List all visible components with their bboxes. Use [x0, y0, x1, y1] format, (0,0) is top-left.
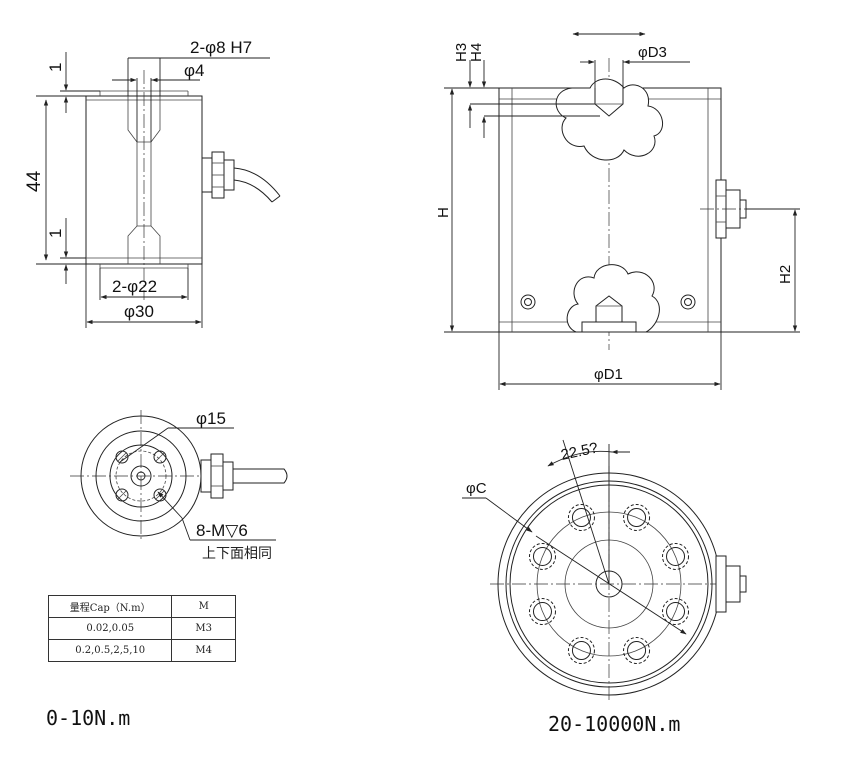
- small-bolt-circle-label: φ15: [196, 409, 226, 428]
- small-bore-label: φ4: [184, 61, 204, 80]
- bolt-hole-bore: [666, 602, 686, 622]
- large-bolt-holes: [528, 503, 690, 665]
- small-range-label: 0-10N.m: [46, 706, 131, 730]
- bolt-hole: [567, 503, 595, 531]
- table-header-cell: M: [171, 595, 236, 618]
- angle-label: 22.5?: [559, 439, 599, 463]
- bolt-hole: [662, 542, 690, 570]
- same-both-faces-note: 上下面相同: [202, 546, 272, 562]
- large-bolt-circle-label: φC: [466, 480, 487, 497]
- capacity-thread-table: 量程Cap（N.m） M 0.02,0.05 M3 0.2,0.5,2,5,10…: [47, 595, 236, 662]
- small-bottom-gap-label: 1: [46, 229, 65, 238]
- bolt-hole-bore: [666, 546, 686, 566]
- table-cell: 0.2,0.5,2,5,10: [47, 639, 173, 662]
- bolt-hole: [662, 598, 690, 626]
- bolt-hole: [623, 503, 651, 531]
- small-height-label: 44: [24, 170, 45, 192]
- h4-label: H4: [468, 43, 485, 62]
- large-front-view: H3 H4 φD3 H H2 φD1: [435, 31, 800, 390]
- large-range-label: 20-10000N.m: [548, 712, 681, 736]
- d1-label: φD1: [594, 366, 623, 383]
- table-cell: 0.02,0.05: [47, 617, 173, 640]
- h2-label: H2: [777, 265, 794, 284]
- small-top-view: φ15 8-M▽6 上下面相同: [70, 409, 288, 562]
- small-top-gap-label: 1: [46, 63, 65, 72]
- small-shoulder-label: 2-φ22: [112, 277, 157, 296]
- h3-label: H3: [453, 43, 470, 62]
- table-row: 0.2,0.5,2,5,10 M4: [47, 639, 236, 662]
- bolt-hole: [623, 637, 651, 665]
- h-label: H: [435, 207, 452, 218]
- d3-label: φD3: [638, 44, 667, 61]
- bolt-hole-bore: [532, 602, 552, 622]
- small-pin-holes-label: 2-φ8 H7: [190, 38, 252, 57]
- bolt-hole-bore: [532, 546, 552, 566]
- table-cell: M3: [171, 617, 236, 640]
- bolt-hole-bore: [571, 641, 591, 661]
- large-top-view: 22.5? φC: [462, 439, 747, 702]
- bolt-hole-bore: [571, 507, 591, 527]
- bolt-hole: [528, 542, 556, 570]
- table-header-cell: 量程Cap（N.m）: [47, 595, 173, 618]
- small-cable-gland: [201, 151, 281, 203]
- bolt-hole-bore: [627, 507, 647, 527]
- small-diameter-label: φ30: [124, 302, 154, 321]
- bolt-hole-bore: [627, 641, 647, 661]
- thread-label: 8-M▽6: [196, 521, 248, 540]
- bottom-cutaway-cloud: [566, 264, 660, 333]
- bolt-hole: [567, 637, 595, 665]
- table-cell: M4: [171, 639, 236, 662]
- bolt-hole: [528, 598, 556, 626]
- table-header-row: 量程Cap（N.m） M: [47, 595, 236, 618]
- table-row: 0.02,0.05 M3: [47, 617, 236, 640]
- small-top-cable: [200, 453, 288, 499]
- top-cutaway-cloud: [555, 78, 663, 161]
- small-front-view: 1 44 1 2-φ8 H7 φ4 2-φ22 φ30: [24, 38, 281, 328]
- large-top-connector: [715, 555, 747, 613]
